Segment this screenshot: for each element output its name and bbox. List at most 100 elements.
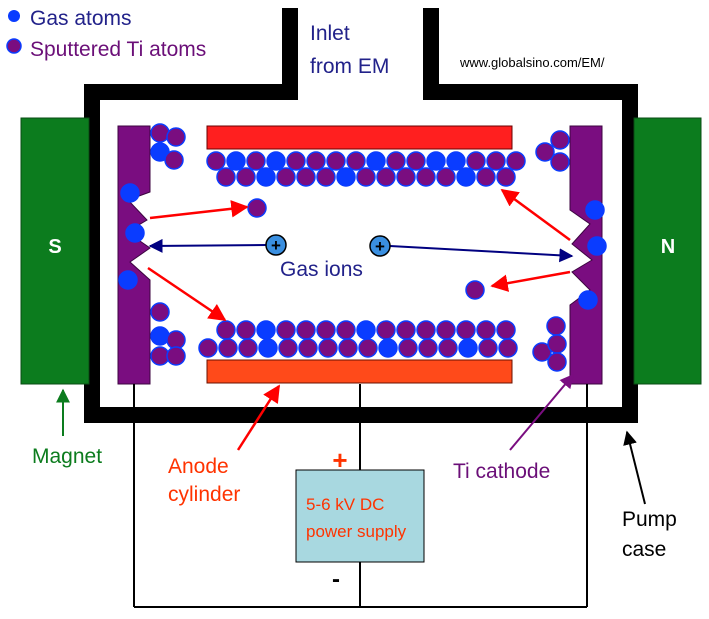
gas-atom bbox=[256, 320, 276, 340]
ti-atom bbox=[396, 320, 416, 340]
ti-atom bbox=[498, 338, 518, 358]
ti-atom bbox=[278, 338, 298, 358]
website-label: www.globalsino.com/EM/ bbox=[459, 55, 605, 70]
anode-bottom-plate bbox=[206, 359, 513, 384]
ti-atom bbox=[356, 167, 376, 187]
ti-atom bbox=[206, 151, 226, 171]
legend-gas-atom-marker bbox=[8, 10, 20, 22]
inlet-label-line2: from EM bbox=[310, 55, 389, 78]
arrow-left-lower bbox=[147, 266, 227, 322]
ti-atom bbox=[532, 342, 552, 362]
ti-atom bbox=[478, 338, 498, 358]
arrow-right-lower bbox=[490, 270, 571, 292]
ti-atom bbox=[238, 338, 258, 358]
ti-atom bbox=[386, 151, 406, 171]
ti-atom bbox=[418, 338, 438, 358]
cathode-label-arrow bbox=[509, 373, 574, 451]
anode-top-plate bbox=[206, 125, 513, 150]
ti-atom bbox=[456, 320, 476, 340]
ti-atom bbox=[336, 320, 356, 340]
anode-label-arrow bbox=[236, 384, 281, 451]
gas-atom bbox=[456, 167, 476, 187]
gas-ion-left-circle bbox=[265, 234, 287, 256]
gas-atom bbox=[458, 338, 478, 358]
ti-atom bbox=[406, 151, 426, 171]
ti-atom bbox=[358, 338, 378, 358]
gas-atom bbox=[585, 200, 605, 220]
gas-ion-left: + bbox=[265, 234, 287, 256]
gas-ions-label: Gas ions bbox=[280, 258, 363, 281]
circuit-wiring bbox=[133, 384, 588, 608]
ti-atom bbox=[296, 320, 316, 340]
ti-atom bbox=[476, 320, 496, 340]
gas-atom bbox=[366, 151, 386, 171]
cathode-label: Ti cathode bbox=[453, 460, 550, 483]
ti-atom bbox=[547, 352, 567, 372]
ion-arrow-right bbox=[389, 245, 574, 263]
arrow-left-upper bbox=[149, 200, 249, 220]
gas-atom bbox=[226, 151, 246, 171]
ti-atom bbox=[550, 152, 570, 172]
ti-cathode-right bbox=[569, 125, 603, 385]
ti-atom bbox=[547, 334, 567, 354]
gas-atom bbox=[578, 290, 598, 310]
pump-case-label-line1: Pump bbox=[622, 508, 677, 531]
ti-atom bbox=[216, 167, 236, 187]
ti-atom bbox=[316, 320, 336, 340]
gas-atom bbox=[125, 223, 145, 243]
magnet-label: Magnet bbox=[32, 445, 102, 468]
legend-gas-atoms-label: Gas atoms bbox=[30, 7, 132, 30]
ti-atom bbox=[436, 320, 456, 340]
ti-atom bbox=[236, 167, 256, 187]
pump-case-label-line2: case bbox=[622, 538, 666, 561]
ti-atom bbox=[438, 338, 458, 358]
ti-atom bbox=[486, 151, 506, 171]
gas-atom bbox=[336, 167, 356, 187]
ti-atom bbox=[398, 338, 418, 358]
ti-atom bbox=[506, 151, 526, 171]
gas-atom bbox=[150, 326, 170, 346]
ti-atom bbox=[296, 167, 316, 187]
ti-atom bbox=[166, 346, 186, 366]
magnet-south bbox=[20, 117, 90, 385]
ti-atom bbox=[396, 167, 416, 187]
gas-ion-right: + bbox=[369, 235, 391, 257]
gas-ion-arrows bbox=[148, 238, 574, 263]
anode-label-line2: cylinder bbox=[168, 483, 240, 506]
ti-atom bbox=[550, 130, 570, 150]
pump-case-label-arrow bbox=[623, 430, 646, 505]
ti-atom bbox=[436, 167, 456, 187]
anode-label-line1: Anode bbox=[168, 455, 229, 478]
ti-atom bbox=[326, 151, 346, 171]
ti-atom bbox=[218, 338, 238, 358]
ti-atom bbox=[338, 338, 358, 358]
legend-ti-atom-marker bbox=[6, 38, 22, 54]
ti-atom bbox=[216, 320, 236, 340]
ti-atom bbox=[236, 320, 256, 340]
gas-atom bbox=[378, 338, 398, 358]
gas-atom bbox=[446, 151, 466, 171]
power-plus-sign: + bbox=[332, 445, 347, 475]
power-minus-sign: - bbox=[332, 566, 340, 593]
ti-atom bbox=[466, 151, 486, 171]
ti-atom bbox=[318, 338, 338, 358]
arrow-right-upper bbox=[500, 188, 571, 242]
sputter-arrows bbox=[147, 188, 571, 322]
ti-atom bbox=[465, 280, 485, 300]
ti-atom bbox=[306, 151, 326, 171]
ti-atom bbox=[535, 142, 555, 162]
inlet-label-line1: Inlet bbox=[310, 22, 350, 45]
gas-ion-right-circle bbox=[369, 235, 391, 257]
legend: Gas atoms Sputtered Ti atoms bbox=[6, 7, 206, 61]
ti-atom bbox=[198, 338, 218, 358]
ti-atom bbox=[298, 338, 318, 358]
gas-atom bbox=[356, 320, 376, 340]
gas-atom bbox=[266, 151, 286, 171]
gas-ion-left-sign: + bbox=[271, 236, 281, 255]
ti-atom bbox=[416, 167, 436, 187]
ti-atom bbox=[166, 127, 186, 147]
ti-atom bbox=[346, 151, 366, 171]
ti-atom bbox=[164, 150, 184, 170]
ti-atom bbox=[496, 320, 516, 340]
